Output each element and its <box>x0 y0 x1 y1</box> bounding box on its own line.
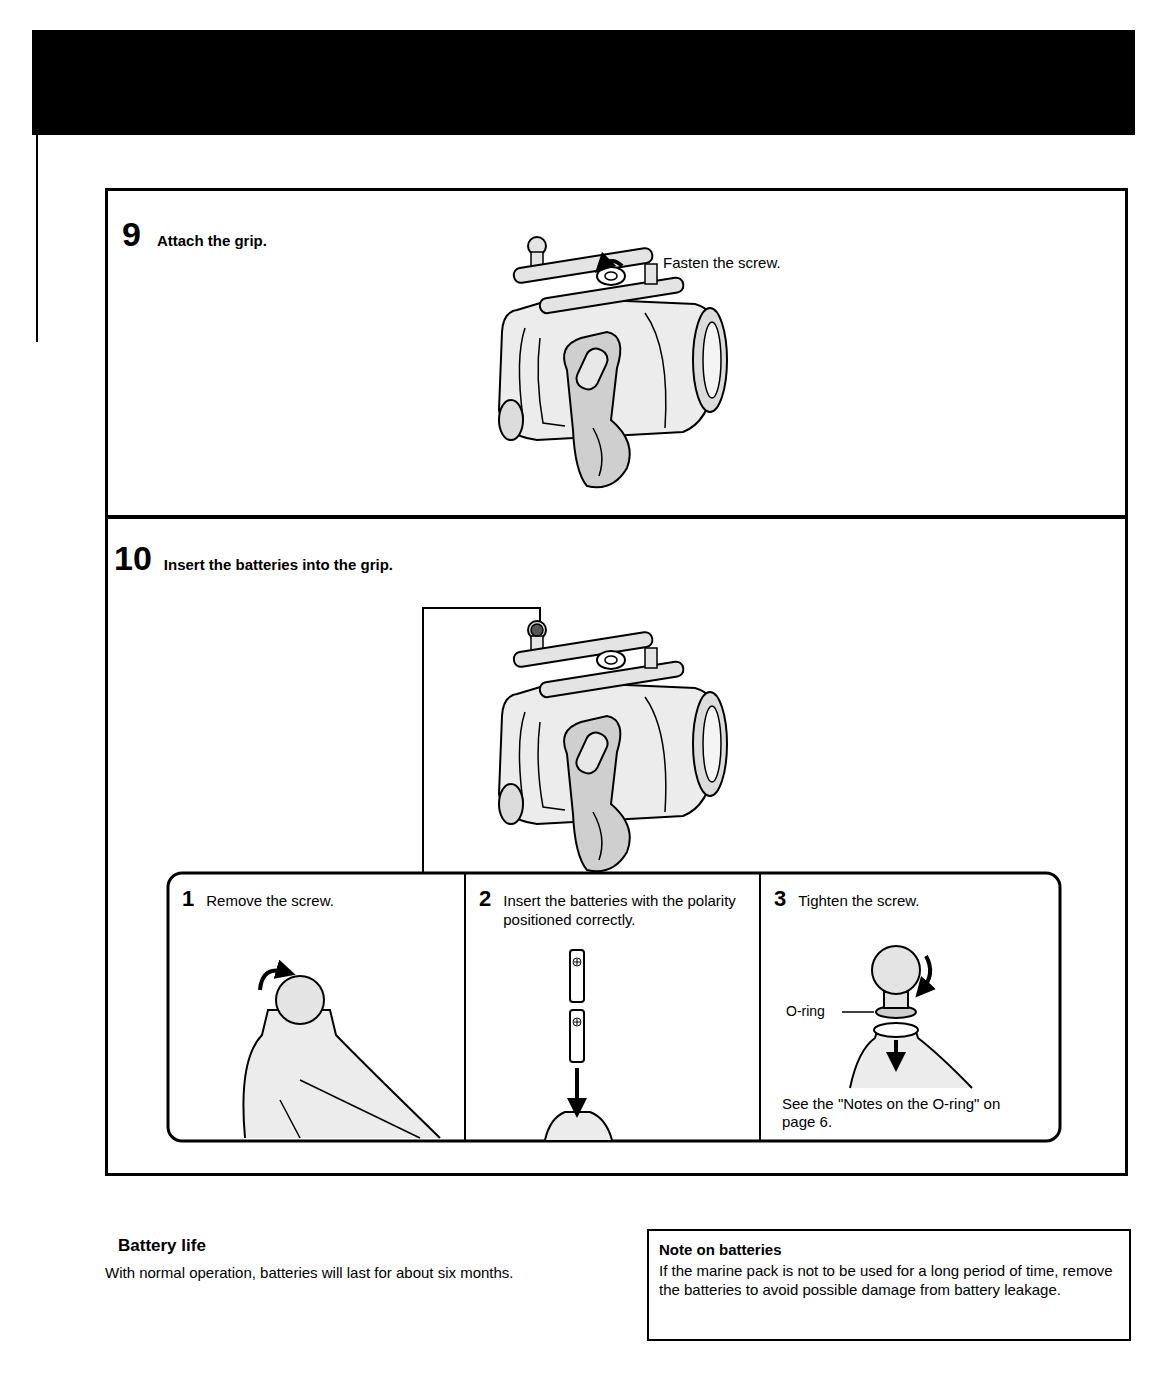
substep-box: 1 Remove the screw. <box>168 873 465 1140</box>
step-number: 9 <box>122 213 141 256</box>
screw-head <box>531 624 543 636</box>
grip-end <box>545 1112 612 1140</box>
step-heading: 10 Insert the batteries into the grip. <box>114 537 1119 580</box>
insert-arrow <box>575 1068 579 1108</box>
bracket-line <box>423 608 540 873</box>
screw-cap <box>872 946 920 994</box>
substep-box: 2 Insert the batteries with the polarity … <box>465 873 760 1140</box>
header-bar <box>32 30 1135 135</box>
polarity-mark <box>574 1019 580 1025</box>
insert-arrow <box>894 1040 898 1062</box>
turn-arrow <box>922 956 930 990</box>
turn-arrow <box>602 261 622 266</box>
battery <box>570 1010 584 1062</box>
step-heading: 2 Insert the batteries with the polarity … <box>479 885 746 930</box>
step-panel: 10 Insert the batteries into the grip. 1 Re… <box>105 516 1128 1176</box>
body-text: With normal operation, batteries will la… <box>105 1264 575 1283</box>
grip-edge <box>280 1080 420 1138</box>
turn-arrow <box>260 970 286 990</box>
step-panel: 9 Attach the grip. <box>105 188 1128 518</box>
divider <box>759 873 761 1141</box>
step-number: 3 <box>774 885 786 913</box>
step-text: Attach the grip. <box>157 232 267 251</box>
note-box: Note on batteries If the marine pack is n… <box>647 1229 1131 1341</box>
step-text: Insert the batteries with the polarity p… <box>503 892 746 930</box>
grip-end <box>850 1028 972 1088</box>
step-text: Remove the screw. <box>206 892 334 911</box>
marine-pack-drawing <box>499 621 727 871</box>
step-heading: 1 Remove the screw. <box>182 885 451 913</box>
seat <box>874 1023 918 1037</box>
divider <box>464 873 466 1141</box>
part-label: Fasten the screw. <box>663 254 823 273</box>
polarity-mark <box>573 1018 581 1026</box>
step-text: Insert the batteries into the grip. <box>164 556 393 575</box>
step-heading: 3 Tighten the screw. <box>774 885 1046 913</box>
battery <box>570 950 584 1002</box>
grip-end <box>243 1010 440 1138</box>
leader-line <box>842 1011 874 1013</box>
polarity-mark <box>574 959 580 965</box>
step-text: See the "Notes on the O-ring" on page 6. <box>782 1095 1037 1133</box>
polarity-mark <box>573 958 581 966</box>
step-number: 1 <box>182 885 194 913</box>
step-number: 10 <box>114 537 152 580</box>
step-number: 2 <box>479 885 491 913</box>
note-heading: Note on batteries <box>659 1241 1119 1260</box>
step-text: If the marine pack is not to be used for… <box>659 1262 1119 1300</box>
marine-pack-drawing <box>499 237 727 487</box>
part-label: O-ring <box>786 1003 846 1021</box>
substep-frame <box>168 873 1060 1141</box>
section-heading: Battery life <box>118 1235 318 1256</box>
screw-cap <box>276 976 324 1024</box>
step-text: Tighten the screw. <box>798 892 919 911</box>
step-heading: 9 Attach the grip. <box>122 213 1111 256</box>
margin-line <box>36 135 38 342</box>
